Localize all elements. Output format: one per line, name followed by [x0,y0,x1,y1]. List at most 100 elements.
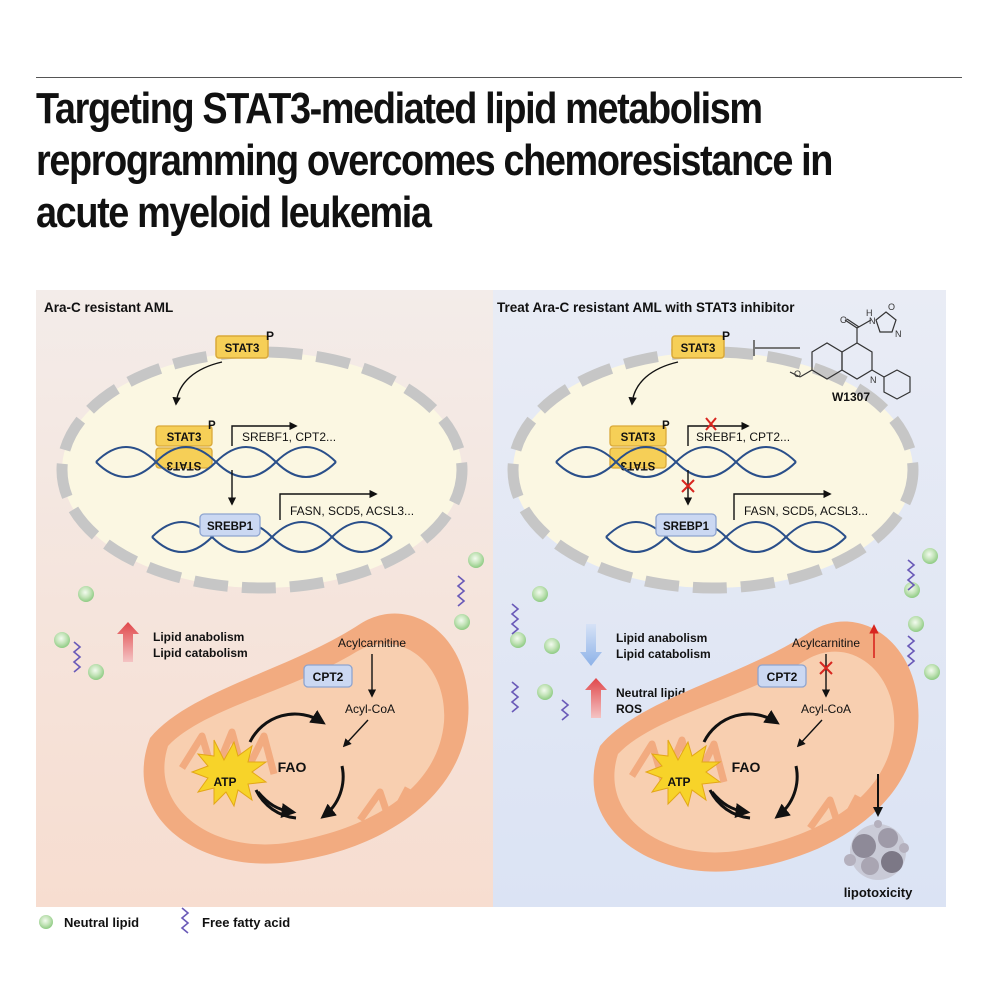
stat3-protein-box [215,335,269,359]
svg-text:N: N [869,316,876,326]
target-genes-1: SREBF1, CPT2... [696,430,790,444]
right-stat3-cytoplasm: STAT3 P [671,329,730,359]
acyl-coa-label: Acyl-CoA [801,702,851,716]
right-stat3-dimer: STAT3 P STAT3 [609,420,670,471]
acyl-coa-arrow [342,719,369,748]
effect-lipid-anabolism: Lipid anabolism [616,631,707,645]
cpt2-label: CPT2 [767,670,798,684]
cpt2-box [757,664,807,688]
inhibitor-label: W1307 [832,390,870,404]
nuclear-envelope [56,346,468,594]
acyl-coa-label: Acyl-CoA [345,702,395,716]
left-neutral-lipids [54,552,484,680]
left-nucleus [56,346,468,594]
target-genes-1: SREBF1, CPT2... [242,430,336,444]
effect-neutral-lipid: Neutral lipid [616,686,685,700]
left-dna-strand-2 [151,521,393,553]
atp-label: ATP [667,775,690,789]
right-panel-heading: Treat Ara-C resistant AML with STAT3 inh… [497,300,795,315]
title-line-3: acute myeloid leukemia [36,188,432,237]
cpt2-label: CPT2 [313,670,344,684]
svg-text:O: O [840,315,847,325]
effect-lipid-catabolism: Lipid catabolism [153,646,248,660]
left-stat3-dimer: STAT3 P STAT3 [155,420,216,471]
stat3-translocation-arrow [172,361,223,406]
title-line-2: reprogramming overcomes chemoresistance … [36,136,833,185]
nuclear-envelope [507,346,919,594]
w1307-atom-labels: O H N O N N O [794,302,902,385]
right-dna-strand-2 [605,521,847,553]
acylcarnitine-label: Acylcarnitine [792,636,860,650]
left-stat3-cytoplasm: STAT3 P [215,329,274,359]
right-neutral-lipids [510,548,940,700]
svg-text:O: O [888,302,895,312]
stat3-dimer-top-label: STAT3 [621,432,656,444]
svg-text:O: O [794,369,801,379]
upregulation-arrow [117,622,139,662]
inhibition-bar [753,340,800,356]
left-dna-strand-1 [95,446,337,478]
acylcarnitine-label: Acylcarnitine [338,636,406,650]
right-nucleus [507,346,919,594]
svg-text:N: N [895,329,902,339]
transcription-arrow-1 [231,421,298,446]
free-fatty-acid-legend-icon [180,907,190,934]
figure-title: Targeting STAT3-mediated lipid metabolis… [36,83,836,239]
transcription-arrow-2 [733,489,832,520]
effect-lipid-anabolism: Lipid anabolism [153,630,244,644]
stat3-label: STAT3 [681,343,716,355]
srebp1-label: SREBP1 [207,521,254,533]
acyl-coa-arrow [796,719,823,748]
phospho-label: P [266,329,274,343]
stat3-translocation-arrow [628,361,679,406]
right-dna-strand-1 [555,446,797,478]
atp-label: ATP [213,775,236,789]
transcription-arrow-1 [687,421,750,446]
legend-free-fatty-acid: Free fatty acid [202,915,290,930]
stat3-label: STAT3 [225,343,260,355]
neutral-lipid-legend-icon [39,915,53,929]
left-panel-heading: Ara-C resistant AML [44,300,173,315]
stat3-dimer-bottom-label: STAT3 [621,459,656,471]
phospho-label: P [722,329,730,343]
svg-text:N: N [870,375,877,385]
stat3-dimer-bottom-label: STAT3 [167,459,202,471]
transcription-arrow-2 [279,489,378,520]
atp-burst [190,739,268,808]
downregulation-arrow [580,624,602,666]
fao-label: FAO [278,759,307,775]
target-genes-2: FASN, SCD5, ACSL3... [744,504,868,518]
lipotoxicity-label: lipotoxicity [844,885,913,900]
legend: Neutral lipid Free fatty acid [39,907,290,934]
title-line-1: Targeting STAT3-mediated lipid metabolis… [36,84,763,133]
right-panel: Treat Ara-C resistant AML with STAT3 inh… [493,290,946,907]
srebp1-box [199,513,261,537]
effect-ros: ROS [616,702,642,716]
w1307-structure [789,311,911,400]
right-free-fatty-acids [510,559,916,721]
cpt2-box [303,664,353,688]
right-mitochondrion [593,621,919,872]
atp-burst [644,739,722,808]
svg-text:H: H [866,308,873,318]
atp-yield-arrow [256,791,297,818]
left-free-fatty-acids [72,575,466,673]
atp-yield-arrow [710,791,751,818]
lipotoxicity-icon [844,820,909,880]
legend-neutral-lipid: Neutral lipid [64,915,139,930]
stat3-dimer-top-label: STAT3 [167,432,202,444]
upregulation-arrow [585,678,607,718]
srebp1-box [655,513,717,537]
effect-lipid-catabolism: Lipid catabolism [616,647,711,661]
title-rule [36,77,962,78]
cpt2-block-x [819,661,833,675]
srebp1-label: SREBP1 [663,521,710,533]
left-panel: Ara-C resistant AML STAT3 P STAT3 P STAT… [36,290,493,907]
transcription-block-x-1 [705,417,717,431]
phospho-top: P [662,420,670,432]
phospho-top: P [208,420,216,432]
target-genes-2: FASN, SCD5, ACSL3... [290,504,414,518]
srebp1-block-x [681,479,695,493]
fao-label: FAO [732,759,761,775]
